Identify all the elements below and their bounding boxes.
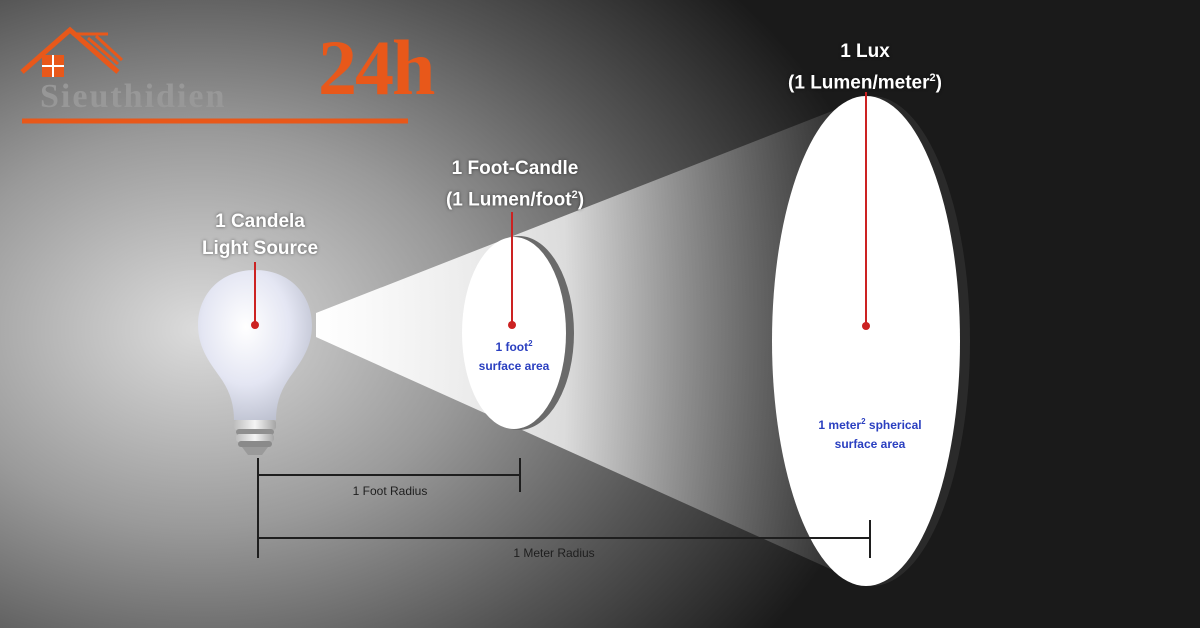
source-label-line2: Light Source [201, 238, 319, 259]
logo-brand-text: Sieuthidien [40, 78, 227, 115]
foot-radius-label: 1 Foot Radius [352, 484, 428, 498]
foot-candle-label-line1: 1 Foot-Candle [451, 158, 579, 179]
lux-label-line1: 1 Lux [840, 41, 890, 62]
house-roof-icon [20, 26, 124, 77]
meter-area-label: 1 meter2 spherical surface area [818, 417, 922, 451]
lux-label: 1 Lux (1 Lumen/meter2) [755, 38, 975, 96]
meter-radius-dimension [257, 492, 871, 558]
foot-radius-dimension [257, 458, 521, 492]
foot-candle-label: 1 Foot-Candle (1 Lumen/foot2) [410, 155, 620, 213]
meter-radius-label: 1 Meter Radius [513, 546, 595, 560]
lux-marker-dot [862, 322, 870, 330]
foot-area-label: 1 foot2 surface area [478, 339, 550, 373]
lux-label-line2: (1 Lumen/meter2) [788, 72, 942, 94]
foot-candle-label-line2: (1 Lumen/foot2) [445, 189, 585, 211]
light-beam-cone [316, 97, 868, 586]
foot-surface-ellipse [462, 237, 566, 429]
meter-surface-ellipse [772, 96, 960, 586]
logo-suffix-text: 24h [318, 24, 435, 111]
light-bulb-icon [198, 270, 312, 455]
foot-candle-marker-dot [508, 321, 516, 329]
source-label-line1: 1 Candela [215, 211, 305, 232]
source-marker-dot [251, 321, 259, 329]
source-label: 1 Candela Light Source [170, 208, 350, 262]
